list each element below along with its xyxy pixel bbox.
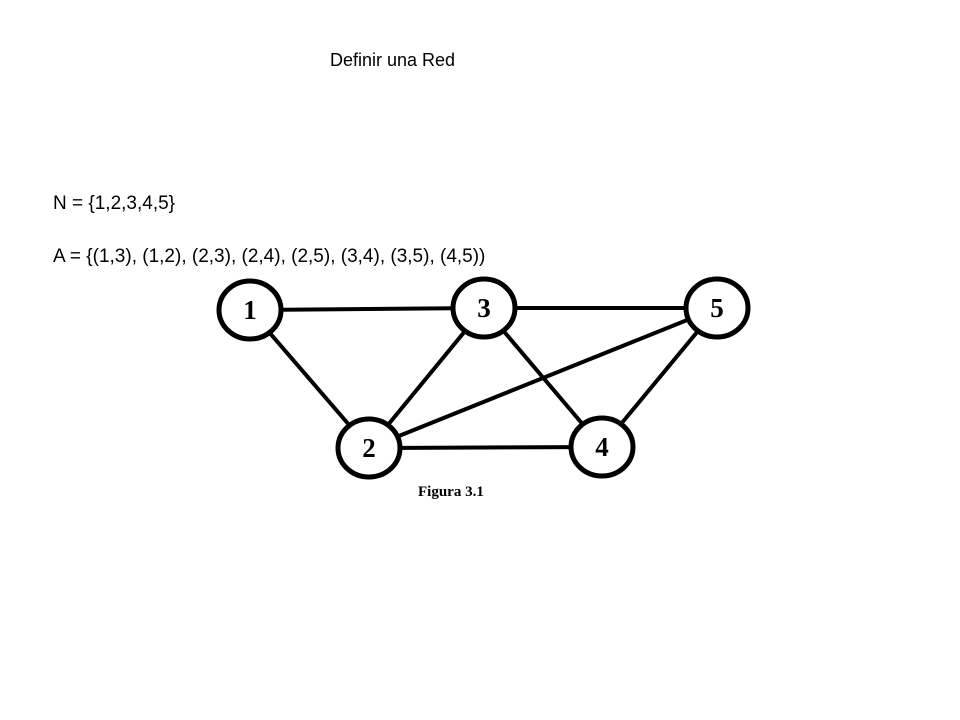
- nodes-layer: 1 2 3 4 5: [216, 276, 751, 480]
- edge-1-3: [248, 306, 486, 312]
- node-circle-3: [450, 276, 518, 340]
- arcs-set-definition: A = {(1,3), (1,2), (2,3), (2,4), (2,5), …: [53, 246, 486, 267]
- slide-title: Definir una Red: [330, 50, 456, 70]
- node-label-2: 2: [362, 433, 376, 463]
- node-circle-2: [335, 416, 403, 480]
- node-circle-4: [568, 415, 636, 479]
- node-5: 5: [683, 276, 751, 340]
- nodes-set-definition: N = {1,2,3,4,5}: [53, 193, 176, 214]
- node-3: 3: [450, 276, 518, 340]
- edge-2-4: [367, 445, 604, 450]
- node-label-5: 5: [710, 293, 724, 323]
- node-4: 4: [568, 415, 636, 479]
- node-label-4: 4: [595, 432, 609, 462]
- node-1: 1: [216, 278, 284, 342]
- node-label-3: 3: [477, 293, 491, 323]
- node-circle-1: [216, 278, 284, 342]
- figure-caption: Figura 3.1: [418, 484, 484, 500]
- node-2: 2: [335, 416, 403, 480]
- node-label-1: 1: [243, 295, 257, 325]
- node-circle-5: [683, 276, 751, 340]
